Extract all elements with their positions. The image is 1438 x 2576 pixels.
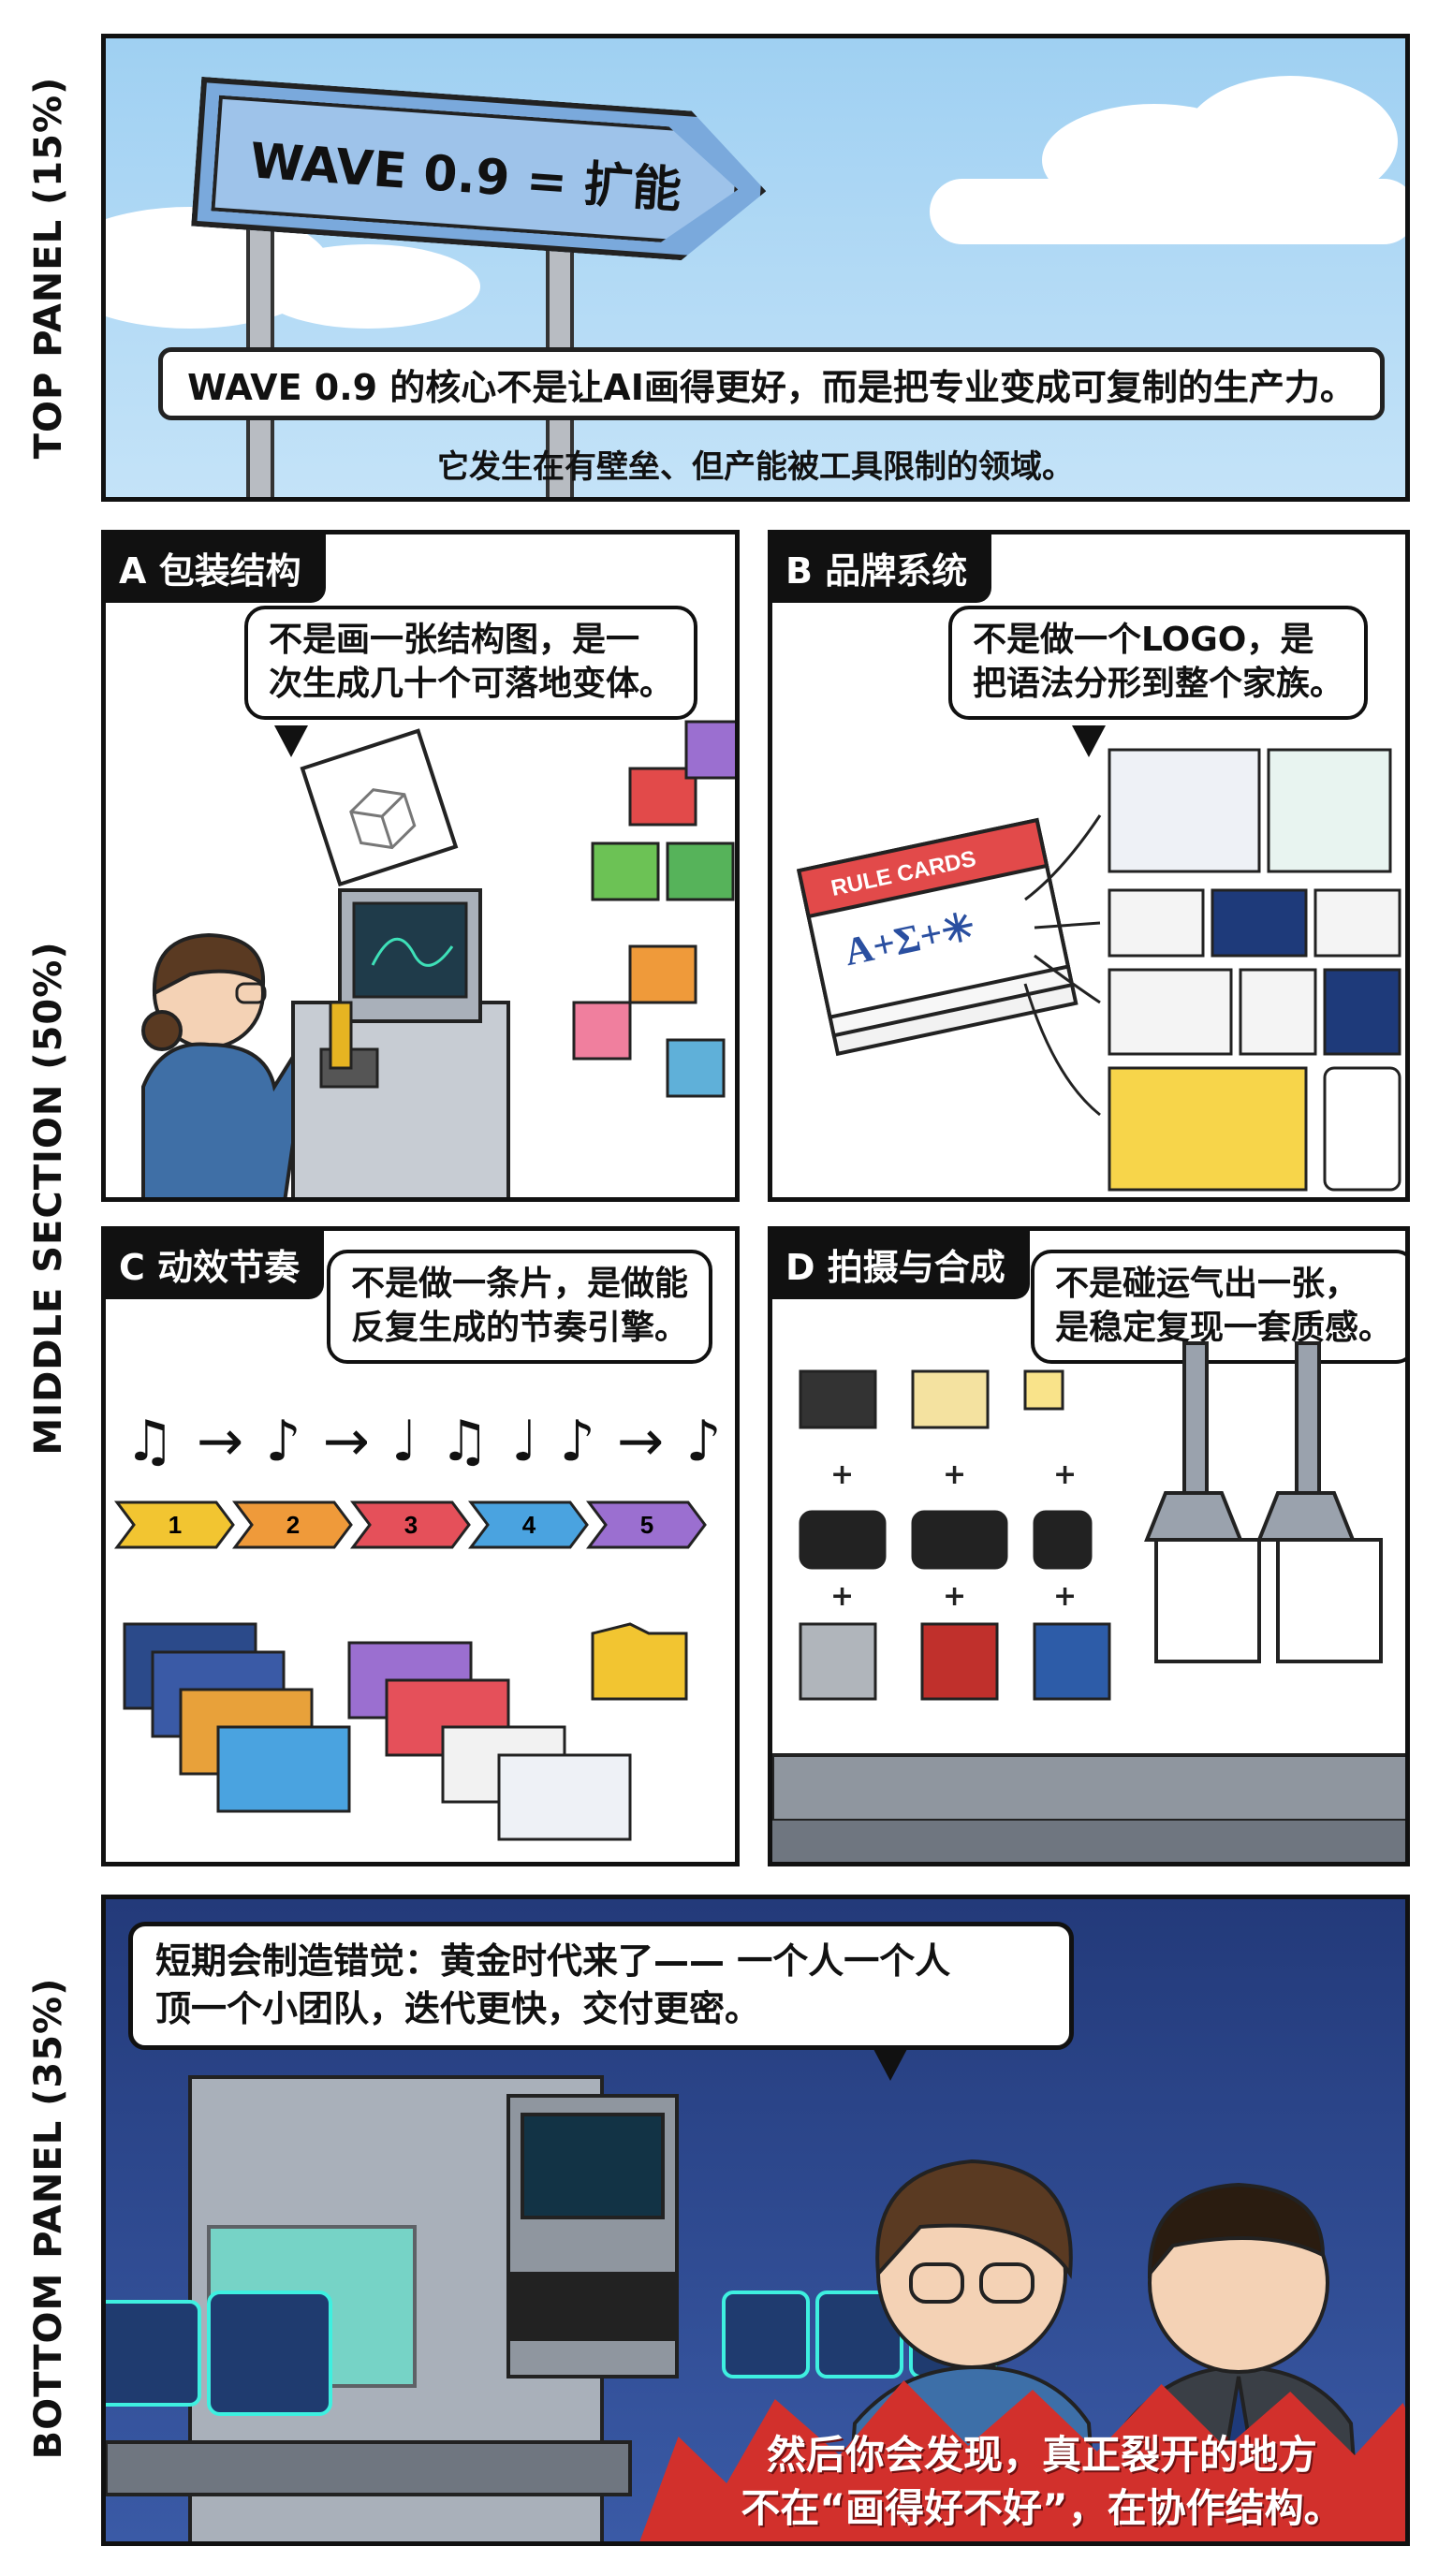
svg-text:+: + xyxy=(1053,1580,1077,1613)
panel-d-illustration: + + + + + + xyxy=(772,1341,1405,1862)
panel-label: D 拍摄与合成 xyxy=(772,1231,1030,1299)
burst-line: 不在“画得好不好”，在协作结构。 xyxy=(741,2484,1343,2531)
brand-mockups xyxy=(1108,748,1401,1192)
bubble-tail xyxy=(274,725,308,757)
rhythm-step-label: 4 xyxy=(522,1511,536,1539)
rhythm-steps: 1 2 3 4 5 xyxy=(114,1500,707,1549)
video-frames xyxy=(123,1622,688,1841)
speech-bubble: 不是做一个LOGO，是 把语法分形到整个家族。 xyxy=(948,606,1369,720)
rhythm-step xyxy=(114,1500,235,1549)
packaging-variants xyxy=(572,720,735,1098)
cloud xyxy=(256,244,480,329)
panel-label: B 品牌系统 xyxy=(772,534,992,603)
rhythm-step-label: 2 xyxy=(286,1511,300,1539)
bubble-line: 短期会制造错觉：黄金时代来了—— 一个人一个人 xyxy=(155,1940,951,1982)
speech-bubble: 不是做一条片，是做能 反复生成的节奏引擎。 xyxy=(327,1250,713,1364)
svg-text:+: + xyxy=(830,1580,854,1613)
speech-bubble: 不是画一张结构图，是一 次生成几十个可落地变体。 xyxy=(244,606,698,720)
bubble-line: 不是碰运气出一张， xyxy=(1055,1265,1359,1303)
speech-bubble: 短期会制造错觉：黄金时代来了—— 一个人一个人 顶一个小团队，迭代更快，交付更密… xyxy=(128,1922,1074,2050)
side-label-top: TOP PANEL (15%) xyxy=(27,76,70,460)
speech-bubble: 不是碰运气出一张， 是稳定复现一套质感。 xyxy=(1031,1250,1405,1364)
panel-label: A 包装结构 xyxy=(106,534,326,603)
bottom-panel: 短期会制造错觉：黄金时代来了—— 一个人一个人 顶一个小团队，迭代更快，交付更密… xyxy=(101,1895,1410,2546)
bubble-line: 把语法分形到整个家族。 xyxy=(973,664,1344,703)
svg-text:+: + xyxy=(1053,1458,1077,1491)
panel-c-illustration: 1 2 3 4 5 xyxy=(114,1500,707,1841)
bubble-line: 不是做一个LOGO，是 xyxy=(973,621,1314,659)
panel-label: C 动效节奏 xyxy=(106,1231,325,1299)
rhythm-step xyxy=(350,1500,471,1549)
panel-packaging: A 包装结构 不是画一张结构图，是一 次生成几十个可落地变体。 xyxy=(101,530,740,1202)
bubble-line: 是稳定复现一套质感。 xyxy=(1055,1308,1393,1347)
conveyor-belt xyxy=(772,1753,1405,1862)
blueprint-sheet-icon xyxy=(300,728,459,887)
lenses-row xyxy=(799,1510,1093,1570)
top-subcaption: 它发生在有壁垒、但产能被工具限制的领域。 xyxy=(437,448,1074,486)
bubble-line: 顶一个小团队，迭代更快，交付更密。 xyxy=(155,1988,761,2030)
arrows xyxy=(1023,814,1102,1117)
top-panel: WAVE 0.9 = 扩能 WAVE 0.9 的核心不是让AI画得更好，而是把专… xyxy=(101,34,1410,502)
bubble-line: 不是画一张结构图，是一 xyxy=(269,621,640,659)
rhythm-step-label: 3 xyxy=(404,1511,418,1539)
svg-text:+: + xyxy=(943,1580,966,1613)
svg-text:+: + xyxy=(943,1458,966,1491)
bubble-line: 反复生成的节奏引擎。 xyxy=(351,1308,689,1347)
textures-row xyxy=(799,1622,1111,1701)
top-caption: WAVE 0.9 的核心不是让AI画得更好，而是把专业变成可复制的生产力。 xyxy=(158,347,1385,420)
rhythm-step-label: 1 xyxy=(169,1511,182,1539)
lights-row xyxy=(799,1369,1064,1429)
panel-motion-rhythm: C 动效节奏 不是做一条片，是做能 反复生成的节奏引擎。 ♫ → ♪ → ♩ ♫… xyxy=(101,1226,740,1866)
rhythm-step xyxy=(232,1500,353,1549)
svg-text:+: + xyxy=(830,1458,854,1491)
burst-text: 然后你会发现，真正裂开的地方 不在“画得好不好”，在协作结构。 xyxy=(668,2429,1405,2535)
printer-machine xyxy=(291,888,510,1197)
conveyor-belt xyxy=(106,2440,632,2496)
rhythm-step xyxy=(586,1500,707,1549)
music-notes-row: ♫ → ♪ → ♩ ♫ ♩ ♪ → ♪ xyxy=(125,1409,724,1474)
panel-shoot-composite: D 拍摄与合成 不是碰运气出一张， 是稳定复现一套质感。 xyxy=(768,1226,1410,1866)
side-label-middle: MIDDLE SECTION (50%) xyxy=(27,941,70,1456)
side-label-bottom: BOTTOM PANEL (35%) xyxy=(27,1977,70,2460)
rule-cards-stack: RULE CARDS A+Σ+✳ xyxy=(796,817,1078,1057)
cloud xyxy=(930,179,1405,244)
bubble-line: 不是做一条片，是做能 xyxy=(351,1265,689,1303)
rhythm-step-label: 5 xyxy=(640,1511,653,1539)
robot-arms xyxy=(1144,1341,1383,1663)
rhythm-step xyxy=(468,1500,589,1549)
bubble-line: 次生成几十个可落地变体。 xyxy=(269,664,674,703)
panel-a-illustration xyxy=(141,720,735,1197)
panel-b-illustration: RULE CARDS A+Σ+✳ xyxy=(796,748,1401,1192)
burst-line: 然后你会发现，真正裂开的地方 xyxy=(766,2432,1317,2478)
plus-signs: + + + + + + xyxy=(830,1458,1077,1613)
bubble-tail xyxy=(1072,725,1106,757)
panel-brand-system: B 品牌系统 不是做一个LOGO，是 把语法分形到整个家族。 RULE CARD… xyxy=(768,530,1410,1202)
bubble-tail xyxy=(873,2049,907,2081)
